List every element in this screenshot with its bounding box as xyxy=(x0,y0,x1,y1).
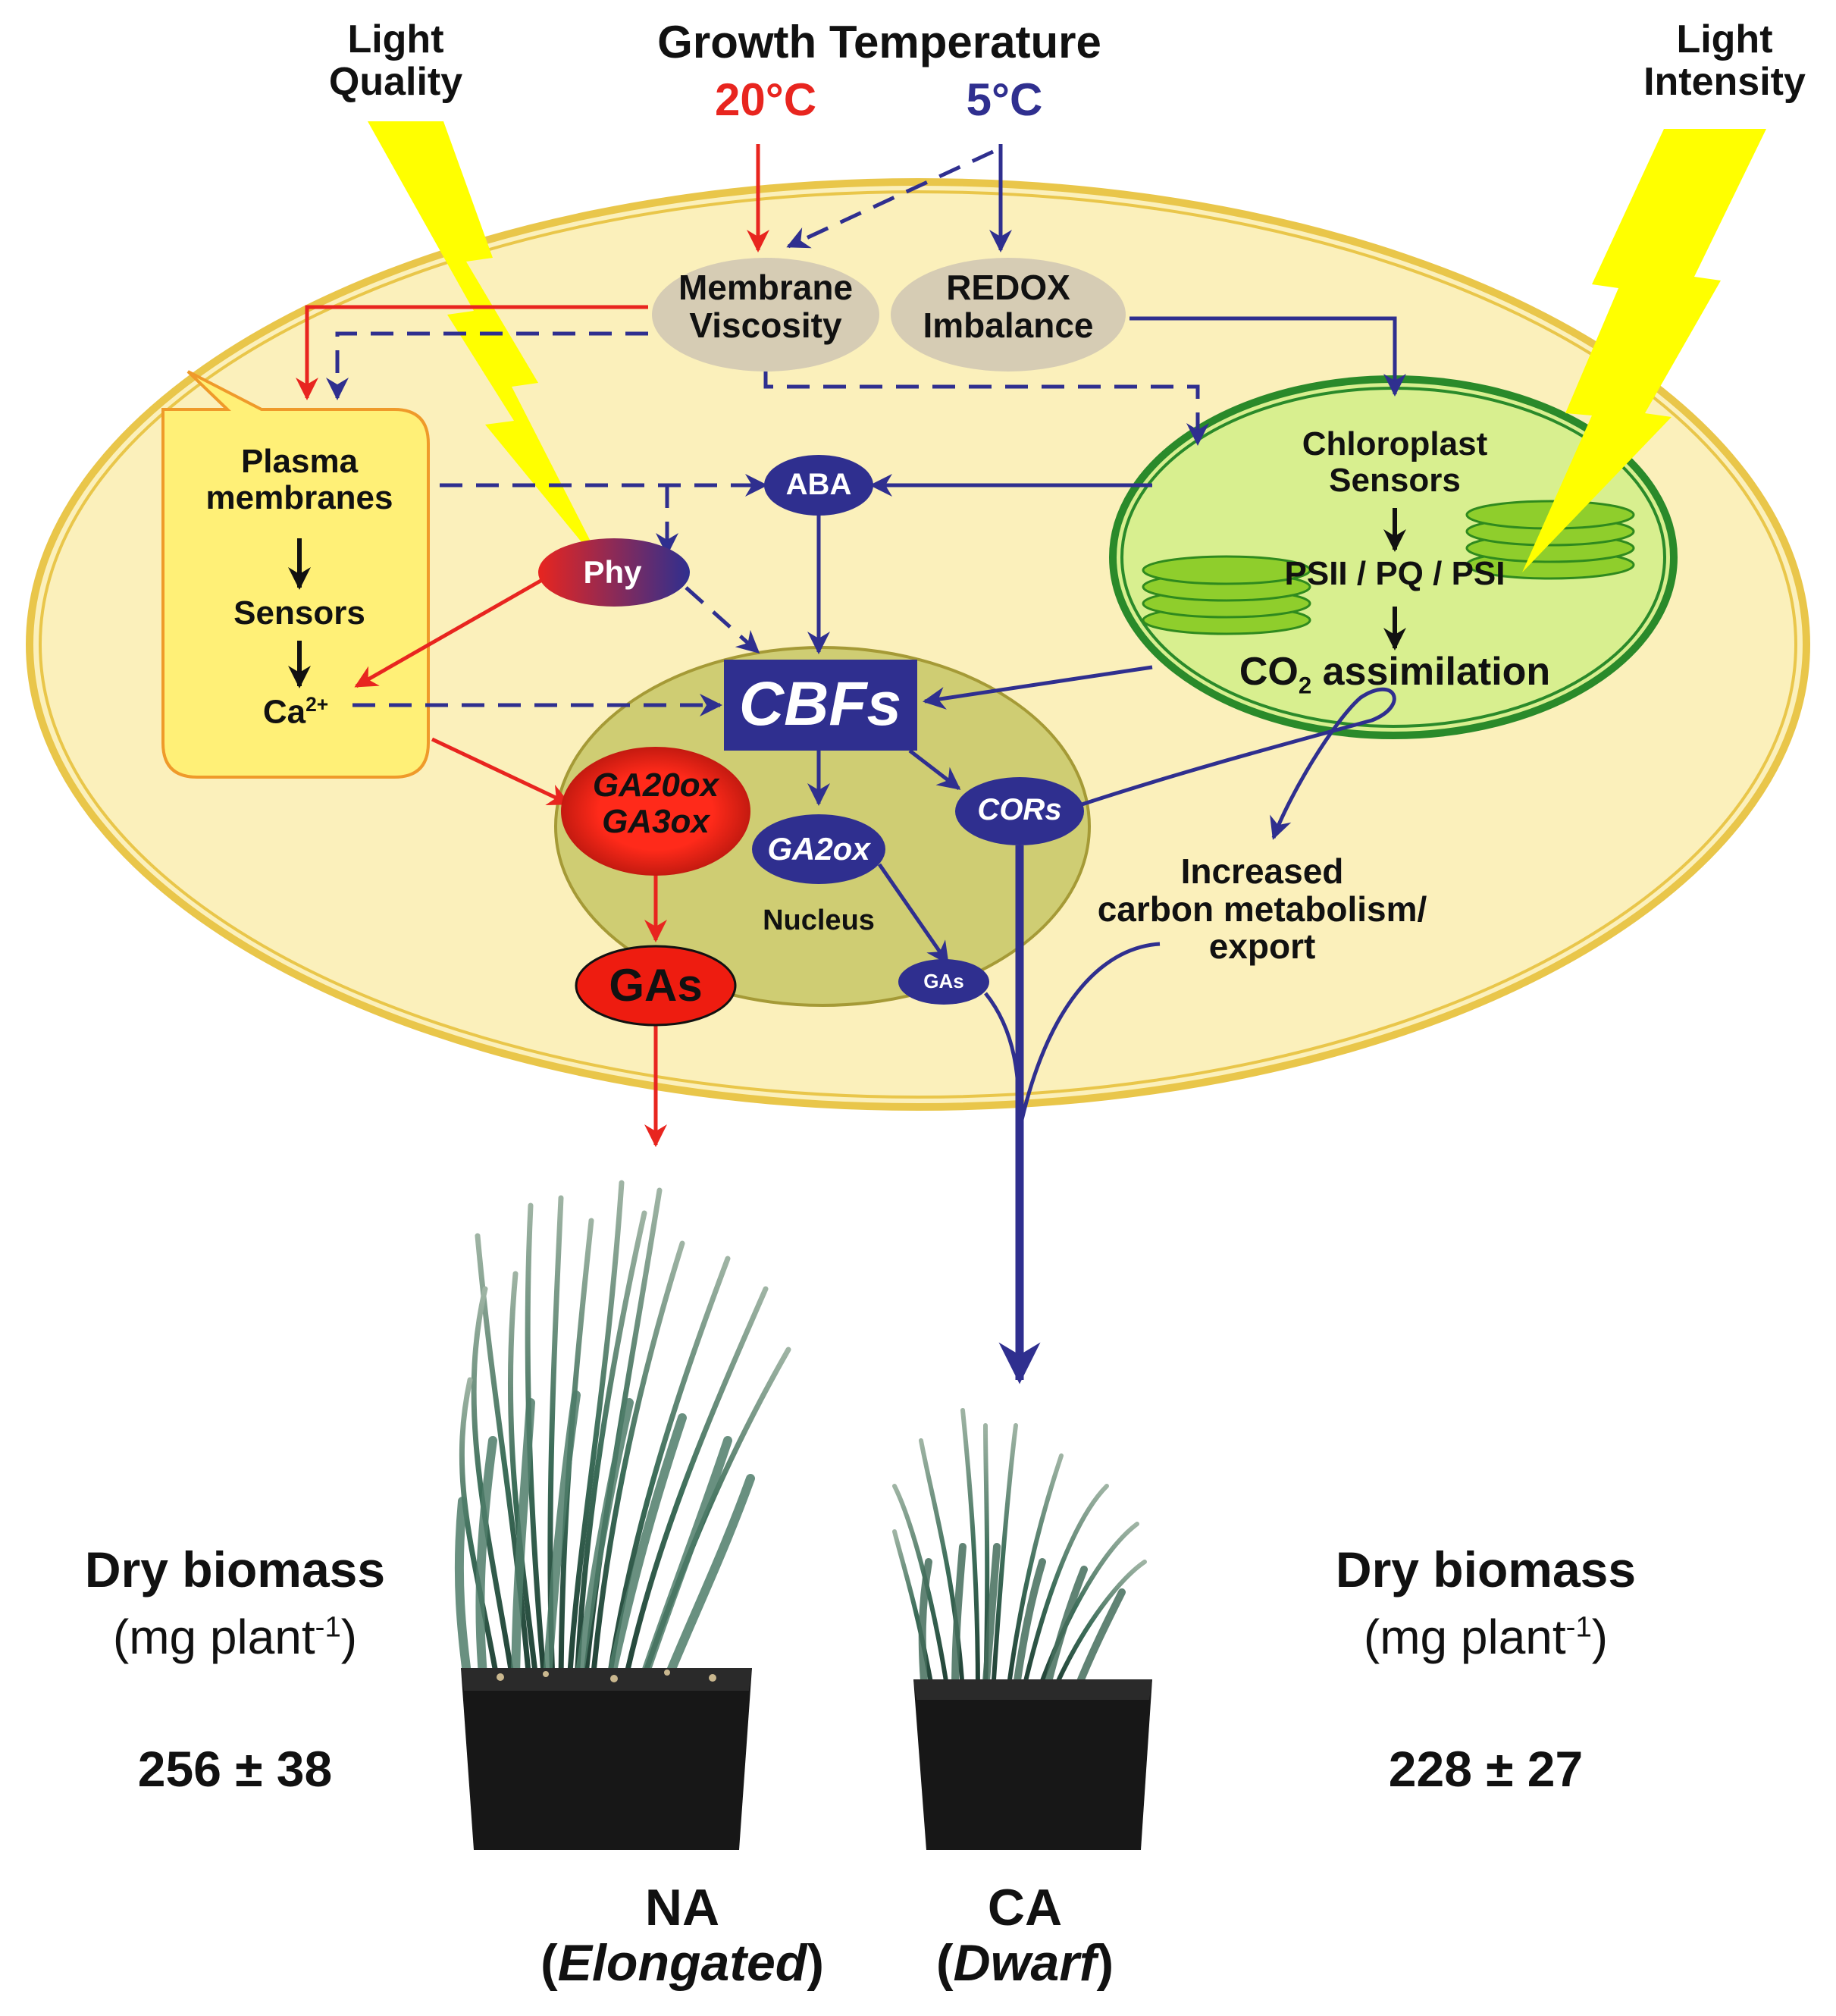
membrane-line1: Membrane xyxy=(678,268,854,307)
ga20ox-ga3ox-label: GA20ox GA3ox xyxy=(593,767,719,839)
light-intensity-line1: Light xyxy=(1676,17,1773,61)
redox-line1: REDOX xyxy=(946,268,1070,307)
aba-label: ABA xyxy=(785,468,852,501)
ga3ox-label: GA3ox xyxy=(602,802,710,840)
right-biomass-unit: (mg plant-1) xyxy=(1363,1610,1609,1664)
light-quality-line2: Quality xyxy=(328,60,463,105)
ga2ox-node xyxy=(752,814,885,884)
left-biomass-unit: (mg plant-1) xyxy=(112,1610,358,1664)
membrane-line2: Viscosity xyxy=(689,305,842,345)
aba-node xyxy=(764,455,873,516)
cors-node xyxy=(955,777,1084,845)
na-label: NA (Elongated) xyxy=(540,1880,824,1992)
membrane-viscosity-node xyxy=(652,258,879,372)
right-biomass-title: Dry biomass xyxy=(1335,1541,1637,1597)
ca-name: CA xyxy=(987,1879,1063,1936)
ga20ox-label: GA20ox xyxy=(592,767,719,804)
diagram-title: Growth Temperature xyxy=(657,17,1101,67)
ca-plant-photo xyxy=(892,1408,1152,1850)
ca-label: CA (Dwarf) xyxy=(936,1880,1114,1992)
light-quality-label: Light Quality xyxy=(329,18,462,103)
temp-20c-label: 20°C xyxy=(714,74,817,125)
plasma-line2: membranes xyxy=(205,478,393,516)
left-biomass-title: Dry biomass xyxy=(84,1541,386,1597)
thylakoid-stack-right xyxy=(1465,500,1635,580)
calcium-label: Ca2+ xyxy=(262,693,329,731)
cbfs-box xyxy=(724,660,917,751)
chloroplast-line2: Sensors xyxy=(1329,461,1461,499)
chloroplast-line1: Chloroplast xyxy=(1302,425,1488,462)
right-biomass-value: 228 ± 27 xyxy=(1388,1741,1584,1797)
chloroplast-sensors-label: Chloroplast Sensors xyxy=(1302,426,1487,498)
plasma-line1: Plasma xyxy=(240,443,359,480)
lightning-bolt-quality-icon xyxy=(368,121,606,572)
redox-imbalance-label: REDOX Imbalance xyxy=(923,268,1094,345)
gas-small-label: GAs xyxy=(923,970,964,992)
na-desc: (Elongated) xyxy=(540,1934,824,1992)
ga2ox-label: GA2ox xyxy=(767,831,870,867)
na-name: NA xyxy=(644,1879,720,1936)
na-plant-photo xyxy=(454,1180,791,1850)
ga20ox-ga3ox-node xyxy=(561,747,750,876)
light-quality-line1: Light xyxy=(347,17,444,61)
sensors-label: Sensors xyxy=(233,594,365,632)
gas-large-label: GAs xyxy=(609,960,703,1011)
carbon-line2: carbon metabolism/ xyxy=(1097,889,1427,929)
phy-label: Phy xyxy=(583,554,642,590)
lightning-bolt-intensity-icon xyxy=(1522,129,1766,572)
light-intensity-line2: Intensity xyxy=(1643,60,1806,105)
carbon-line1: Increased xyxy=(1180,851,1344,891)
cbfs-label: CBFs xyxy=(738,669,902,738)
nucleus-label: Nucleus xyxy=(763,905,875,936)
gas-node-large xyxy=(575,945,737,1027)
carbon-line3: export xyxy=(1208,926,1316,967)
cors-label: CORs xyxy=(977,793,1062,826)
left-biomass-value: 256 ± 38 xyxy=(137,1741,333,1797)
redox-imbalance-node xyxy=(891,258,1126,372)
phy-node xyxy=(538,538,690,607)
temp-5c-label: 5°C xyxy=(966,74,1043,125)
co2-assimilation-label: CO2 assimilation xyxy=(1239,650,1551,699)
plasma-membranes-label: Plasma membranes xyxy=(205,444,393,516)
gas-node-small xyxy=(898,959,989,1005)
carbon-metabolism-label: Increased carbon metabolism/ export xyxy=(1097,851,1427,967)
thylakoid-stack-left xyxy=(1142,555,1311,635)
redox-line2: Imbalance xyxy=(923,305,1094,345)
membrane-viscosity-label: Membrane Viscosity xyxy=(678,268,854,345)
ps-chain-label: PSII / PQ / PSI xyxy=(1284,555,1505,592)
light-intensity-label: Light Intensity xyxy=(1643,18,1806,103)
ca-desc: (Dwarf) xyxy=(935,1934,1114,1992)
